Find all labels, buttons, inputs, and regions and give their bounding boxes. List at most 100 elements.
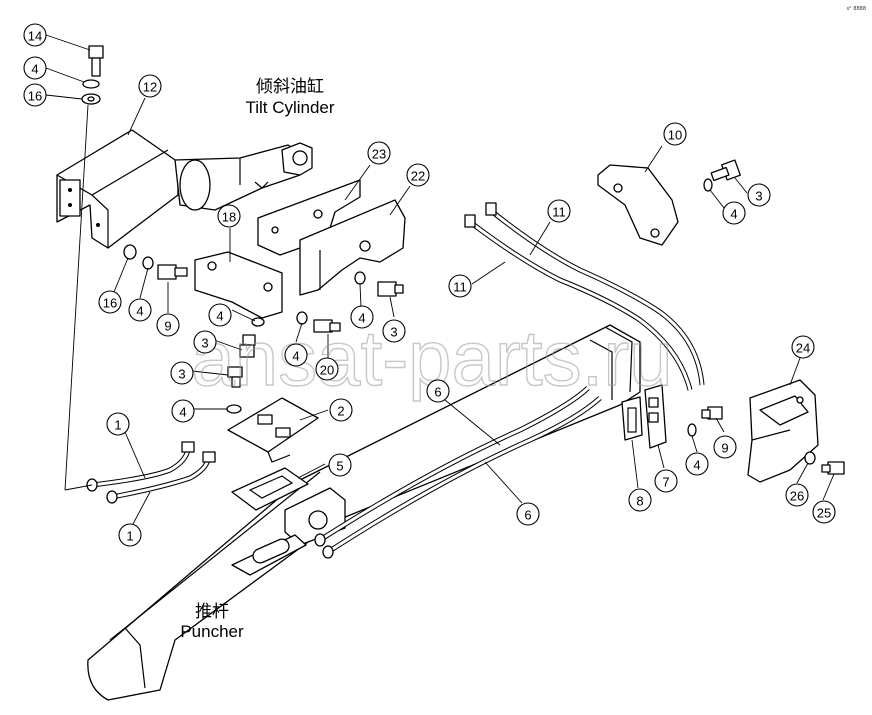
callout-9: 9 (156, 313, 180, 337)
callout-number: 3 (201, 336, 208, 351)
callout-number: 22 (411, 169, 425, 184)
corner-mark: s° 8888 (847, 6, 866, 12)
callout-4: 4 (284, 343, 308, 367)
callout-18: 18 (217, 204, 241, 228)
hose-1-upper (86, 441, 195, 492)
hoses-11 (464, 202, 705, 391)
callout-circle (284, 343, 308, 367)
callout-circle (406, 163, 430, 187)
bracket-18 (194, 251, 283, 319)
callout-circle (156, 313, 180, 337)
callout-number: 18 (222, 210, 236, 225)
callout-circle (628, 488, 652, 512)
callout-11: 11 (448, 274, 472, 298)
cover-24 (747, 379, 819, 483)
callout-2: 2 (329, 398, 353, 422)
callout-1: 1 (118, 523, 142, 547)
callout-number: 4 (179, 405, 186, 420)
callout-10: 10 (663, 122, 687, 146)
callout-20: 20 (315, 357, 339, 381)
callout-number: 4 (31, 62, 38, 77)
gasket-5 (231, 467, 309, 511)
callout-1: 1 (106, 412, 130, 436)
callout-circle (367, 141, 391, 165)
callout-6: 6 (426, 379, 450, 403)
callout-4: 4 (23, 56, 47, 80)
cover-10 (597, 164, 679, 246)
callout-circle (791, 335, 815, 359)
callout-number: 10 (668, 128, 682, 143)
hose-1-lower (106, 451, 216, 504)
callout-number: 11 (552, 205, 566, 220)
push-beam (87, 324, 641, 701)
callout-4: 4 (722, 201, 746, 225)
callout-circle (217, 204, 241, 228)
callout-circle (170, 361, 194, 385)
valve-block-7 (644, 384, 667, 449)
callout-26: 26 (785, 483, 809, 507)
callout-circle (23, 56, 47, 80)
callout-number: 9 (721, 441, 728, 456)
callout-number: 16 (103, 296, 117, 311)
callout-number: 6 (524, 508, 531, 523)
callout-circle (118, 523, 142, 547)
callout-circle (328, 453, 352, 477)
callout-circle (171, 399, 195, 423)
callout-4: 4 (128, 298, 152, 322)
callout-circle (208, 303, 232, 327)
callout-14: 14 (23, 23, 47, 47)
callout-number: 24 (796, 341, 810, 356)
callout-11: 11 (547, 199, 571, 223)
callout-circle (547, 199, 571, 223)
callout-8: 8 (628, 488, 652, 512)
callout-number: 4 (693, 458, 700, 473)
callout-number: 5 (336, 459, 343, 474)
callout-4: 4 (685, 452, 709, 476)
callout-number: 3 (178, 367, 185, 382)
tilt-cylinder (56, 129, 313, 249)
callout-number: 25 (817, 506, 831, 521)
callout-circle (713, 435, 737, 459)
callout-number: 7 (662, 475, 669, 490)
callout-circle (812, 500, 836, 524)
callout-25: 25 (812, 500, 836, 524)
callout-3: 3 (170, 361, 194, 385)
callout-number: 2 (337, 404, 344, 419)
callout-circle (23, 83, 47, 107)
callout-circle (98, 290, 122, 314)
callout-number: 6 (434, 385, 441, 400)
callout-9: 9 (713, 435, 737, 459)
callout-circle (138, 74, 162, 98)
callout-16: 16 (98, 290, 122, 314)
callout-3: 3 (747, 183, 771, 207)
callout-4: 4 (171, 399, 195, 423)
callout-circle (722, 201, 746, 225)
callout-3: 3 (193, 330, 217, 354)
callout-22: 22 (406, 163, 430, 187)
callout-5: 5 (328, 453, 352, 477)
callout-number: 20 (320, 363, 334, 378)
callout-number: 8 (636, 494, 643, 509)
callout-number: 11 (453, 280, 467, 295)
callout-circle (315, 357, 339, 381)
puncher-title-cn: 推杆 (195, 602, 229, 621)
callout-circle (350, 305, 374, 329)
callout-6: 6 (516, 502, 540, 526)
callout-circle (106, 412, 130, 436)
callout-4: 4 (208, 303, 232, 327)
callout-12: 12 (138, 74, 162, 98)
callout-number: 4 (358, 311, 365, 326)
gasket-8 (621, 396, 643, 441)
tilt-cylinder-title-en: Tilt Cylinder (245, 98, 334, 117)
hoses-6 (314, 386, 602, 559)
callout-circle (23, 23, 47, 47)
callout-number: 9 (164, 319, 171, 334)
callout-number: 1 (126, 529, 133, 544)
callout-number: 4 (730, 207, 737, 222)
callout-circle (663, 122, 687, 146)
callout-number: 4 (292, 349, 299, 364)
callout-circle (516, 502, 540, 526)
plate-2 (227, 397, 319, 463)
puncher-title-en: Puncher (180, 622, 244, 641)
